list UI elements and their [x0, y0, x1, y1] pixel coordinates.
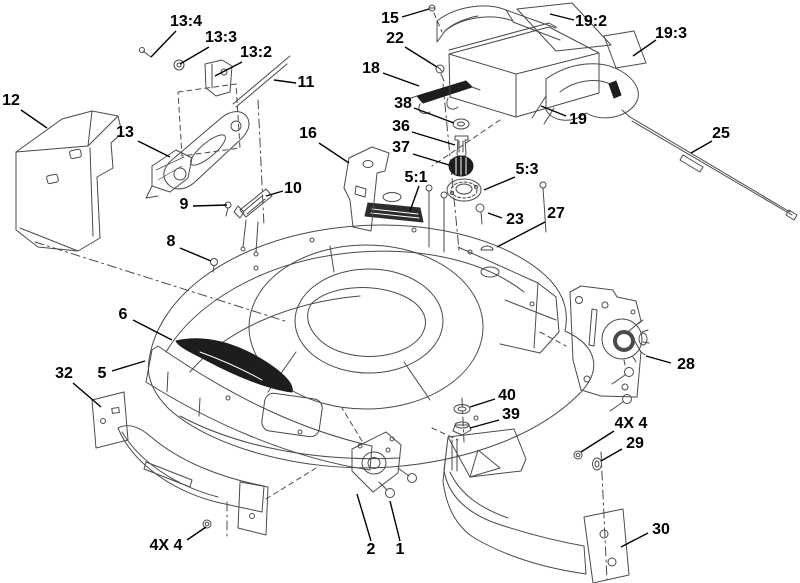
- callout-leader-line: [487, 212, 503, 219]
- part-13-lever-assembly: [139, 47, 291, 273]
- callout-leader-line: [690, 140, 713, 154]
- callout-label-6: 6: [119, 306, 128, 323]
- callout-leader-line: [150, 30, 177, 58]
- part-12-deflector: [15, 110, 123, 252]
- callout-leader-line: [483, 176, 516, 191]
- callout-leader-line: [186, 526, 207, 541]
- callout-leader-line: [192, 204, 228, 207]
- callout-leader-line: [620, 532, 649, 548]
- callout-label-29: 29: [626, 435, 644, 452]
- part-40-washer-and-39-nut: [452, 404, 472, 436]
- callout-leader-line: [318, 142, 350, 164]
- callout-leader-line: [72, 382, 102, 408]
- callout-leader-line: [401, 8, 430, 18]
- callout-leader-line: [409, 185, 420, 212]
- part-32-and-bumper: [91, 391, 269, 536]
- callout-label-2: 2: [367, 541, 376, 558]
- callout-leader-line: [411, 131, 456, 146]
- callout-label-13:2: 13:2: [240, 44, 272, 61]
- phantom-lines: [34, 12, 608, 581]
- callout-label-38: 38: [394, 95, 412, 112]
- callout-label-30: 30: [652, 521, 670, 538]
- callout-label-22: 22: [386, 30, 404, 47]
- part-28-hoc-bracket: [569, 285, 650, 412]
- callout-label-15: 15: [381, 10, 399, 27]
- callout-leader-line: [496, 221, 546, 248]
- callout-leader-line: [214, 61, 243, 77]
- callout-label-19:2: 19:2: [575, 13, 607, 30]
- callout-leader-line: [469, 419, 500, 429]
- callout-leader-line: [137, 140, 171, 158]
- callout-label-28: 28: [677, 356, 695, 373]
- callout-leader-line: [389, 500, 401, 542]
- callout-leader-line: [179, 46, 210, 65]
- callout-leader-line: [600, 448, 623, 462]
- callout-leader-line: [645, 355, 672, 364]
- callout-label-36: 36: [392, 118, 410, 135]
- callout-label-19:3: 19:3: [655, 25, 687, 42]
- callout-leader-line: [580, 430, 615, 453]
- part-30-chute-bracket: [442, 428, 630, 583]
- callout-label-27: 27: [547, 205, 565, 222]
- callout-leader-line: [265, 190, 284, 197]
- callout-label-4X-4: 4X 4: [615, 415, 648, 432]
- deck-hardware: [407, 4, 547, 253]
- callout-leader-line: [469, 398, 496, 408]
- callout-leader-line: [132, 319, 173, 341]
- callout-label-4X-4: 4X 4: [150, 537, 183, 554]
- callout-label-32: 32: [55, 365, 73, 382]
- callout-label-10: 10: [284, 180, 302, 197]
- callout-leader-line: [412, 153, 450, 166]
- callout-label-19: 19: [569, 111, 587, 128]
- callout-label-13: 13: [116, 124, 134, 141]
- callout-leader-line: [20, 109, 48, 129]
- callout-label-25: 25: [712, 125, 730, 142]
- art-layer: [15, 2, 798, 583]
- callout-label-40: 40: [498, 387, 516, 404]
- callout-leader-line: [540, 105, 567, 117]
- callout-label-9: 9: [180, 196, 189, 213]
- callout-leader-line: [356, 493, 372, 542]
- callout-label-37: 37: [392, 139, 410, 156]
- callout-label-5:3: 5:3: [515, 161, 538, 178]
- callout-leader-line: [632, 39, 657, 57]
- callout-label-23: 23: [506, 211, 524, 228]
- callout-label-12: 12: [2, 92, 20, 109]
- part-19-cover-assembly: [436, 2, 798, 221]
- callout-leader-line: [273, 79, 297, 84]
- callout-label-16: 16: [299, 125, 317, 142]
- callout-label-18: 18: [362, 60, 380, 77]
- callout-label-8: 8: [167, 233, 176, 250]
- callout-leader-line: [404, 46, 438, 68]
- callout-leader-line: [111, 360, 146, 372]
- callout-label-11: 11: [298, 74, 315, 91]
- callout-leader-line: [549, 13, 575, 21]
- part-2-plate-and-part-1-bolts: [351, 431, 417, 498]
- callout-label-5: 5: [98, 365, 107, 382]
- callout-leader-line: [382, 72, 420, 87]
- callout-label-13:4: 13:4: [170, 13, 202, 30]
- callout-label-13:3: 13:3: [205, 29, 237, 46]
- part-5-deck-housing: [145, 146, 595, 471]
- callout-label-1: 1: [396, 541, 405, 558]
- callout-leader-line: [413, 107, 455, 124]
- callout-label-5:1: 5:1: [404, 169, 427, 186]
- callout-leader-line: [179, 247, 212, 262]
- callout-label-39: 39: [502, 406, 520, 423]
